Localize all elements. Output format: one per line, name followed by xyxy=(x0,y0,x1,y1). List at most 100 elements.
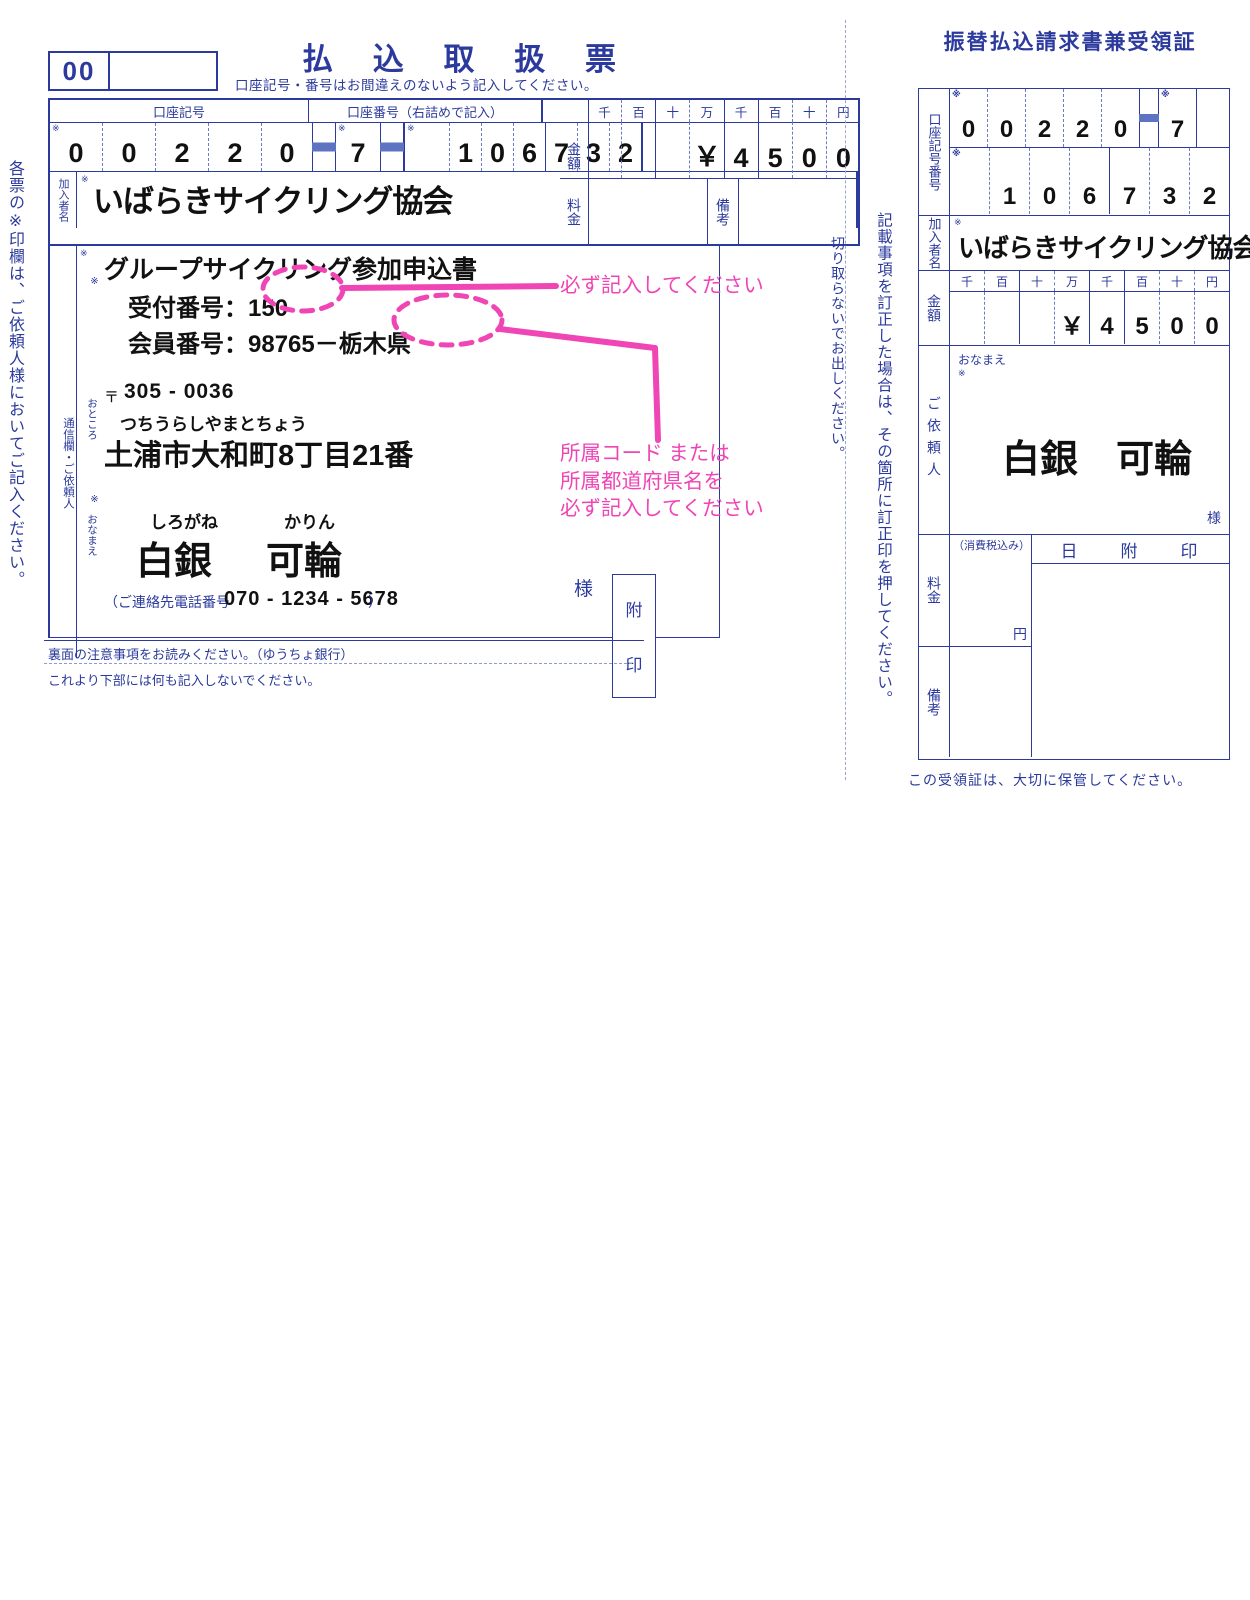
receipt-block: 口座記号番号 ※ 0 0 2 2 xyxy=(918,88,1250,760)
receipt-remarks-field[interactable] xyxy=(950,647,1031,758)
amount-cell[interactable]: 5 xyxy=(759,122,793,178)
receipt-payer-row: ご依頼人 おなまえ ※ 白銀 可輪 様 xyxy=(919,346,1229,535)
amount-cell[interactable]: ￥ xyxy=(690,122,725,178)
comm-line-3: 会員番号：98765－栃木県 xyxy=(128,331,411,358)
amount-cell[interactable] xyxy=(656,122,691,178)
amount-col: 円 xyxy=(837,105,850,120)
form-page: 払 込 取 扱 票 口座記号・番号はお間違えのないよう記入してください。 00 … xyxy=(6,18,1250,788)
number-digit-cell[interactable]: 3 xyxy=(578,123,610,171)
number-digit-cell[interactable]: 7 xyxy=(546,123,578,171)
payee-name-label: 加入者名 xyxy=(50,172,77,228)
number-digit-cell[interactable]: 0 xyxy=(482,123,514,171)
amount-cell[interactable]: 4 xyxy=(725,122,759,178)
receipt-number-cell[interactable]: 1 xyxy=(990,148,1030,214)
annotation-note-1: 必ず記入してください xyxy=(560,274,764,297)
number-digit-cell[interactable]: 1 xyxy=(450,123,482,171)
amount-col: 十 xyxy=(1020,271,1055,291)
star-mark: ※ xyxy=(954,217,962,227)
amount-col: 百 xyxy=(1125,271,1160,291)
postal-code: 305 - 0036 xyxy=(124,380,235,403)
receipt-fee-field[interactable]: （消費税込み） 円 xyxy=(950,535,1031,646)
receipt-number-cell[interactable]: 3 xyxy=(1150,148,1190,214)
fee-label: 料金 xyxy=(560,179,589,245)
amount-cell[interactable]: 0 xyxy=(1205,313,1219,340)
payment-slip-left: 払 込 取 扱 票 口座記号・番号はお間違えのないよう記入してください。 00 … xyxy=(22,18,860,698)
postal-mark-icon: 〒 xyxy=(104,389,120,406)
name-label: おなまえ xyxy=(86,514,98,556)
star-mark: ※ xyxy=(952,89,961,99)
amount-cell[interactable] xyxy=(588,122,623,178)
amount-cell[interactable] xyxy=(1020,292,1055,344)
amount-cell[interactable] xyxy=(622,122,657,178)
symbol-digit-cell[interactable]: ※ 0 xyxy=(50,123,103,171)
receipt-symbol-cell[interactable]: ※ 0 xyxy=(950,89,988,147)
symbol-digit-cell[interactable]: 0 xyxy=(262,123,313,171)
hyphen-bar xyxy=(380,142,404,152)
account-number-label: 口座番号（右詰めで記入） xyxy=(309,100,543,122)
receipt-number-cell[interactable]: 2 xyxy=(1190,148,1229,214)
address-label: おところ xyxy=(86,398,98,440)
symbol-digit: 2 xyxy=(227,138,243,168)
receipt-payee-field[interactable]: ※ いばらきサイクリング協会 xyxy=(950,216,1250,270)
receipt-payer-field[interactable]: おなまえ ※ 白銀 可輪 様 xyxy=(950,346,1229,534)
amount-cell[interactable] xyxy=(985,292,1020,344)
receipt-payee-row: 加入者名 ※ いばらきサイクリング協会 xyxy=(919,216,1250,271)
amount-cell[interactable]: 0 xyxy=(793,122,827,178)
receipt-symbol-cell[interactable]: 0 xyxy=(1102,89,1140,147)
prefix-blank-box[interactable] xyxy=(110,51,218,91)
address-value: 土浦市大和町8丁目21番 xyxy=(104,440,414,472)
amount-cell[interactable]: ￥ xyxy=(1055,292,1090,344)
star-mark: ※ xyxy=(952,148,961,158)
amount-cell[interactable]: 4 xyxy=(1090,292,1125,344)
amount-col: 十 xyxy=(1160,271,1195,291)
receipt-number-digit: 2 xyxy=(1202,183,1217,210)
payee-name-field[interactable]: ※ いばらきサイクリング協会 xyxy=(77,172,858,228)
postal-star: ※ xyxy=(89,276,100,287)
receipt-number-cell[interactable]: 7 xyxy=(1110,148,1150,214)
symbol-tail-cell[interactable]: ※ 7 xyxy=(336,123,381,171)
amount-cell[interactable]: 0 xyxy=(835,143,851,173)
receipt-symbol-tail-cell[interactable]: ※ 7 xyxy=(1159,89,1197,147)
bottom-note-1: 裏面の注意事項をお読みください。（ゆうちょ銀行） xyxy=(48,647,354,662)
receipt-account-label: 口座記号番号 xyxy=(919,89,950,215)
symbol-digit-cell[interactable]: 0 xyxy=(103,123,156,171)
receipt-symbol-digit: 0 xyxy=(1113,116,1128,143)
receipt-symbol-pad xyxy=(1197,89,1229,147)
receipt-date-stamp-area[interactable] xyxy=(1032,564,1229,757)
symbol-digit-cell[interactable]: 2 xyxy=(156,123,209,171)
account-symbol-label: 口座記号 xyxy=(50,100,309,122)
receipt-amount-row: 金額 千 百 十 万 千 百 十 円 ￥ 4 xyxy=(919,271,1229,346)
fee-field[interactable] xyxy=(589,179,708,245)
amount-col: 百 xyxy=(759,100,793,122)
amount-col: 円 xyxy=(1205,274,1218,289)
receipt-symbol-cell[interactable]: 2 xyxy=(1064,89,1102,147)
amount-value-cells[interactable]: ￥ 4 5 0 0 xyxy=(588,122,860,178)
receipt-payee-name: いばらきサイクリング協会 xyxy=(958,233,1250,263)
title-subtitle: 口座記号・番号はお間違えのないよう記入してください。 xyxy=(235,78,598,93)
fee-remarks-row: 料金 備考 xyxy=(560,178,860,245)
amount-cell[interactable]: 0 xyxy=(1160,292,1195,344)
amount-cell[interactable]: 5 xyxy=(1125,292,1160,344)
receipt-number-cell[interactable]: 0 xyxy=(1030,148,1070,214)
amount-col: 万 xyxy=(690,100,725,122)
communication-body[interactable]: ※ グループサイクリング参加申込書 受付番号：150 会員番号：98765－栃木… xyxy=(76,246,719,637)
receipt-date-stamp-label: 日 附 印 xyxy=(1032,535,1229,564)
receipt-amount-cells[interactable]: ￥ 4 5 0 0 xyxy=(950,292,1229,344)
amount-cell[interactable] xyxy=(950,292,985,344)
page-title: 払 込 取 扱 票 xyxy=(302,42,632,77)
receipt-number-cell[interactable]: 6 xyxy=(1070,148,1110,214)
receipt-symbol-tail: 7 xyxy=(1170,116,1185,143)
symbol-digit-cell[interactable]: 2 xyxy=(209,123,262,171)
number-digit-cell[interactable]: 6 xyxy=(514,123,546,171)
receipt-footer: この受領証は、大切に保管してください。 xyxy=(908,772,1193,788)
tear-line xyxy=(845,20,846,780)
remarks-label: 備考 xyxy=(708,179,739,245)
number-digit-cell[interactable]: ※ xyxy=(405,123,450,171)
honorific: 様 xyxy=(574,579,594,600)
receipt-symbol-cell[interactable]: 0 xyxy=(988,89,1026,147)
receipt-number-pad: ※ xyxy=(950,148,990,214)
receipt-symbol-cell[interactable]: 2 xyxy=(1026,89,1064,147)
tel-number: 070 - 1234 - 5678 xyxy=(224,588,399,610)
symbol-digit: 2 xyxy=(174,138,190,168)
receipt-fee-unit: 円 xyxy=(1013,625,1027,642)
